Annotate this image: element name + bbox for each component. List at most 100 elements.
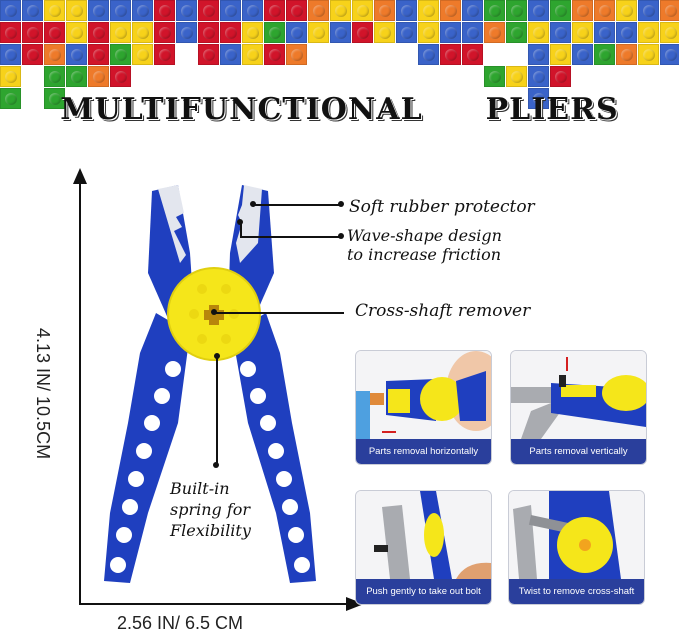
callout-line-rubber xyxy=(253,204,341,206)
lego-brick xyxy=(286,44,307,65)
push-bolt-photo xyxy=(356,491,491,579)
lego-brick xyxy=(264,44,285,65)
lego-brick xyxy=(154,0,175,21)
lego-brick xyxy=(352,22,373,43)
callout-line-cross xyxy=(214,312,344,314)
usage-card-push-bolt: Push gently to take out bolt xyxy=(355,490,492,605)
lego-brick xyxy=(418,22,439,43)
lego-brick xyxy=(330,22,351,43)
lego-brick xyxy=(44,88,65,109)
twist-shaft-photo xyxy=(509,491,644,579)
callout-dot-spring xyxy=(213,462,219,468)
lego-brick xyxy=(286,22,307,43)
lego-brick xyxy=(220,44,241,65)
height-dimension-line xyxy=(79,178,81,604)
lego-brick xyxy=(440,44,461,65)
lego-brick xyxy=(242,0,263,21)
lego-brick xyxy=(506,22,527,43)
caption-horizontal: Parts removal horizontally xyxy=(356,439,491,464)
lego-brick xyxy=(330,0,351,21)
lego-brick xyxy=(242,22,263,43)
callout-vline-spring xyxy=(216,356,218,464)
lego-brick xyxy=(418,44,439,65)
lego-brick xyxy=(484,66,505,87)
lego-brick xyxy=(110,66,131,87)
callout-line-wave xyxy=(240,236,340,238)
width-dimension-line xyxy=(79,603,351,605)
horizontal-removal-photo xyxy=(356,351,491,439)
lego-brick xyxy=(242,44,263,65)
lego-brick xyxy=(132,44,153,65)
arrow-up-icon xyxy=(73,168,87,184)
lego-brick xyxy=(44,0,65,21)
lego-brick xyxy=(594,0,615,21)
lego-brick xyxy=(44,44,65,65)
lego-brick xyxy=(198,22,219,43)
lego-brick xyxy=(44,66,65,87)
usage-card-twist-shaft: Twist to remove cross-shaft xyxy=(508,490,645,605)
lego-brick xyxy=(638,0,659,21)
lego-brick xyxy=(110,44,131,65)
callout-spring-line3: Flexibility xyxy=(170,521,251,540)
usage-card-vertical: Parts removal vertically xyxy=(510,350,647,465)
lego-brick xyxy=(110,22,131,43)
title-word-multifunctional: MULTIFUNCTIONAL xyxy=(60,92,423,127)
lego-brick xyxy=(66,66,87,87)
lego-brick xyxy=(0,66,21,87)
callout-dot-rubber-end xyxy=(338,201,344,207)
callout-cross-shaft-remover: Cross-shaft remover xyxy=(355,301,531,321)
lego-brick xyxy=(484,0,505,21)
callout-wave-shape-design: Wave-shape design to increase friction xyxy=(347,226,502,264)
lego-brick xyxy=(88,66,109,87)
lego-brick xyxy=(506,0,527,21)
lego-brick xyxy=(528,0,549,21)
callout-spring-line1: Built-in xyxy=(170,479,230,498)
lego-brick xyxy=(264,22,285,43)
lego-brick xyxy=(528,22,549,43)
lego-brick xyxy=(550,66,571,87)
lego-brick xyxy=(484,22,505,43)
lego-brick xyxy=(374,22,395,43)
lego-brick xyxy=(462,44,483,65)
callout-vline-wave xyxy=(240,222,242,236)
lego-brick xyxy=(550,44,571,65)
callout-soft-rubber-protector: Soft rubber protector xyxy=(349,197,535,217)
caption-twist-shaft: Twist to remove cross-shaft xyxy=(509,579,644,604)
lego-brick xyxy=(572,0,593,21)
lego-brick xyxy=(22,22,43,43)
callout-wave-line1: Wave-shape design xyxy=(347,226,502,245)
lego-brick xyxy=(374,0,395,21)
lego-brick xyxy=(22,44,43,65)
lego-brick xyxy=(88,22,109,43)
lego-brick xyxy=(572,22,593,43)
lego-brick xyxy=(66,22,87,43)
lego-brick xyxy=(660,22,679,43)
lego-brick xyxy=(660,44,679,65)
lego-brick xyxy=(572,44,593,65)
pliers-illustration xyxy=(104,185,316,583)
lego-brick xyxy=(110,0,131,21)
lego-brick xyxy=(0,44,21,65)
callout-wave-line2: to increase friction xyxy=(347,245,502,264)
lego-brick xyxy=(132,22,153,43)
lego-brick xyxy=(88,44,109,65)
callout-spring-line2: spring for xyxy=(170,500,251,519)
lego-brick xyxy=(550,0,571,21)
lego-brick xyxy=(88,0,109,21)
lego-brick xyxy=(0,0,21,21)
lego-brick xyxy=(418,0,439,21)
lego-brick xyxy=(506,66,527,87)
height-dimension-label: 4.13 IN/ 10.5CM xyxy=(33,328,53,460)
lego-brick xyxy=(286,0,307,21)
lego-brick xyxy=(440,0,461,21)
lego-brick xyxy=(594,44,615,65)
lego-brick xyxy=(352,0,373,21)
lego-brick xyxy=(66,44,87,65)
lego-brick xyxy=(176,0,197,21)
lego-brick xyxy=(22,0,43,21)
lego-brick xyxy=(198,0,219,21)
lego-brick xyxy=(440,22,461,43)
vertical-removal-photo xyxy=(511,351,646,439)
lego-brick xyxy=(550,22,571,43)
lego-brick xyxy=(44,22,65,43)
